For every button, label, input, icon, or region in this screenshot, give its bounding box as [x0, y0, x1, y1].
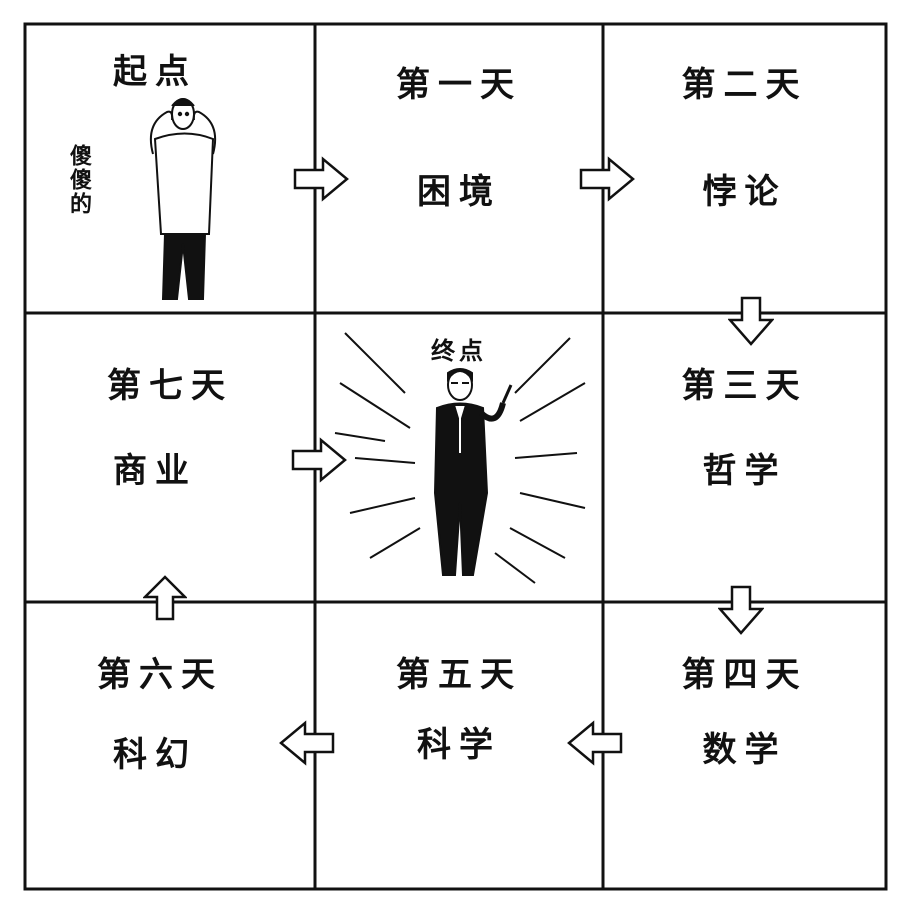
cell-day6: 第六天 科幻: [25, 602, 315, 889]
day2-label: 第二天: [603, 57, 886, 106]
cell-end: 终点: [315, 313, 603, 602]
day1-label: 第一天: [315, 57, 603, 106]
day4-topic: 数学: [603, 722, 886, 771]
day3-label: 第三天: [603, 358, 886, 407]
day1-topic: 困境: [315, 164, 603, 213]
day7-label: 第七天: [25, 358, 315, 407]
cell-day1: 第一天 困境: [315, 24, 603, 313]
cell-day7: 第七天 商业: [25, 313, 315, 602]
day4-label: 第四天: [603, 647, 886, 696]
day6-label: 第六天: [15, 647, 305, 696]
cell-start: 起点 傻傻的: [25, 24, 315, 313]
cell-day3: 第三天 哲学: [603, 313, 886, 602]
day5-topic: 科学: [315, 717, 603, 766]
day5-label: 第五天: [315, 647, 603, 696]
day6-topic: 科幻: [10, 727, 300, 776]
arrow-left-2: [567, 720, 623, 766]
confident-man-figure: [315, 313, 603, 602]
day3-topic: 哲学: [603, 443, 886, 492]
day2-topic: 悖论: [603, 164, 886, 213]
cell-day5: 第五天 科学: [315, 602, 603, 889]
cell-day4: 第四天 数学: [603, 602, 886, 889]
cell-day2: 第二天 悖论: [603, 24, 886, 313]
arrow-left-1: [279, 720, 335, 766]
day7-topic: 商业: [10, 443, 300, 492]
start-title: 起点: [10, 44, 300, 93]
confused-man-figure: [125, 94, 245, 304]
start-note: 傻傻的: [63, 144, 95, 216]
